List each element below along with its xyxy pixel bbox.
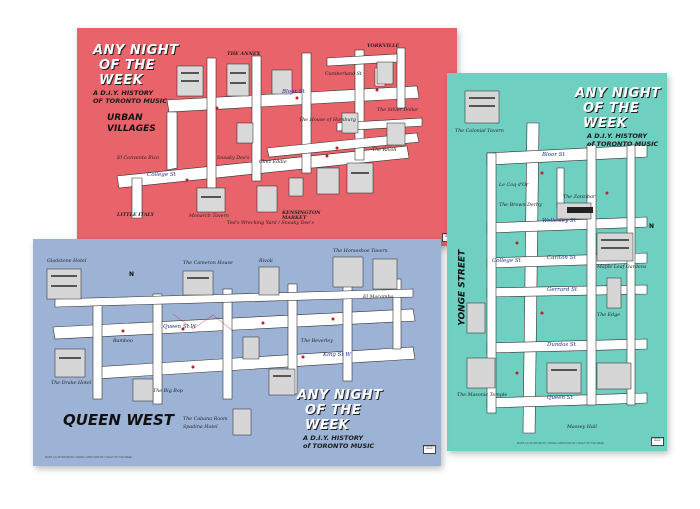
venue-rivoli-q: Rivoli (259, 259, 273, 264)
queen-title-3: WEEK (305, 418, 350, 433)
street-king-w: King St W (323, 352, 352, 358)
queen-section: QUEEN WEST (63, 411, 175, 429)
bloor-st (486, 144, 648, 166)
street-college: College St (147, 172, 176, 178)
poster-queen-west: Queen St W King St W QUEEN WEST ANY NIGH… (33, 239, 441, 466)
street-queen-y: Queen St (547, 395, 573, 401)
venue-cabana: The Cabana Room (183, 417, 228, 422)
queen-subtitle-2: of TORONTO MUSIC (303, 442, 375, 450)
venue-edge: The Edge (597, 313, 621, 318)
street-v2 (251, 55, 262, 182)
yonge-logo: TORONTO MUSIC (651, 437, 664, 446)
building-kensington (346, 162, 374, 194)
urban-title-3: WEEK (99, 73, 144, 88)
venue-horseshoe: The Horseshoe Tavern (333, 249, 388, 254)
street-college-y: College St (492, 258, 521, 264)
building-big-bop (268, 368, 296, 396)
building-cameron (182, 270, 214, 296)
queen-north-arrow: N (129, 271, 135, 278)
venue-coq-dor: Le Coq d'Or (499, 183, 529, 188)
district-little-italy: LITTLE ITALY (117, 212, 155, 218)
venue-colonial: The Colonial Tavern (455, 129, 504, 134)
venue-cameron: The Cameron House (183, 261, 233, 266)
queen-st-w (52, 308, 416, 340)
street-carlton: Carlton St (547, 255, 576, 261)
yonge-section: YONGE STREET (457, 249, 468, 326)
urban-map (116, 47, 423, 219)
zanzibar-sign (567, 207, 593, 213)
venue-maple-leaf: Maple Leaf Gardens (597, 265, 647, 270)
district-kensington: KENSINGTON MARKET (282, 210, 321, 222)
district-annex: THE ANNEX (227, 51, 261, 57)
urban-section-1: URBAN (107, 113, 143, 123)
venue-rivoli: The Rivoli (372, 148, 397, 153)
queen-map (46, 256, 416, 436)
street-bloor-y: Bloor St (542, 152, 565, 158)
street-gerrard: Gerrard St (547, 287, 578, 293)
street-bloor: Bloor St (282, 89, 305, 95)
urban-subtitle-2: OF TORONTO MUSIC (93, 97, 167, 105)
venue-el-convento: El Convento Rico (117, 156, 159, 161)
urban-subtitle-1: A D.I.Y. HISTORY (93, 89, 154, 97)
venue-gladstone: Gladstone Hotel (47, 259, 87, 264)
venue-massey: Massey Hall (567, 425, 597, 430)
venue-monarch: Monarch Tavern (189, 214, 229, 219)
venue-masonic: The Masonic Temple (457, 393, 508, 398)
venue-el-mocambo: El Mocambo (363, 295, 394, 300)
queen-title-2: OF THE (305, 403, 362, 418)
yonge-subtitle-2: of TORONTO MUSIC (587, 140, 659, 148)
venue-big-bop: The Big Bop (153, 389, 183, 394)
building-gladstone (46, 268, 82, 300)
street-wellesley: Wellesley St (542, 218, 576, 224)
venue-brown-derby: The Brown Derby (499, 203, 542, 208)
queen-logo: TORONTO MUSIC (423, 445, 436, 454)
poster-urban-villages: ANY NIGHT OF THE WEEK A D.I.Y. HISTORY O… (77, 28, 457, 246)
queen-title-1: ANY NIGHT (297, 388, 383, 403)
venue-hamburg: The House of Hamburg (299, 118, 356, 123)
yonge-map (464, 90, 648, 434)
yonge-north-arrow: N (649, 223, 655, 230)
building-yorkville (376, 61, 394, 85)
venue-chez-eddie: Chez Eddie (259, 160, 287, 165)
yonge-title-1: ANY NIGHT (575, 86, 661, 101)
queen-subtitle-1: A D.I.Y. HISTORY (303, 434, 364, 442)
venue-drake: The Drake Hotel (51, 381, 92, 386)
venue-bamboo: Bamboo (113, 339, 133, 344)
street-v1 (206, 57, 217, 189)
yonge-credit: MAPS ILLUSTRATED BY JANNE LAPPE FOR ANY … (517, 442, 605, 445)
urban-title-2: OF THE (99, 58, 156, 73)
venue-silver-dollar: The Silver Dollar (377, 108, 419, 113)
street-queen-w: Queen St W (163, 324, 197, 330)
venue-spadina-hotel: Spadina Hotel (183, 425, 218, 430)
street-v4 (354, 49, 365, 161)
queen-credit: MAPS ILLUSTRATED BY JANNE LAPPE FOR ANY … (45, 456, 133, 459)
venue-beverley: The Beverley (301, 339, 333, 344)
venue-sneaky: Sneaky Dee's (217, 156, 250, 161)
district-yorkville: YORKVILLE (367, 43, 400, 49)
venue-cumberland: Cumberland St (325, 72, 362, 77)
yonge-title-2: OF THE (583, 101, 640, 116)
venue-teds: Ted's Wrecking Yard / Sneaky Dee's (227, 221, 314, 226)
yonge-street (522, 122, 540, 434)
street-dundas: Dundas St (547, 342, 576, 348)
urban-title-1: ANY NIGHT (93, 43, 179, 58)
building-drake (54, 348, 86, 378)
yonge-subtitle-1: A D.I.Y. HISTORY (587, 132, 648, 140)
building-monarch (196, 187, 226, 213)
street-v3 (301, 52, 312, 174)
building-rivoli (258, 266, 280, 296)
building-annex-2 (226, 63, 250, 97)
poster-yonge-street: ANY NIGHT OF THE WEEK A D.I.Y. HISTORY o… (447, 73, 667, 451)
street-v5 (396, 47, 406, 109)
urban-section-2: VILLAGES (107, 124, 156, 134)
yonge-title-3: WEEK (583, 116, 628, 131)
venue-zanzibar: The Zanzibar (563, 195, 596, 200)
building-massey (546, 362, 582, 394)
